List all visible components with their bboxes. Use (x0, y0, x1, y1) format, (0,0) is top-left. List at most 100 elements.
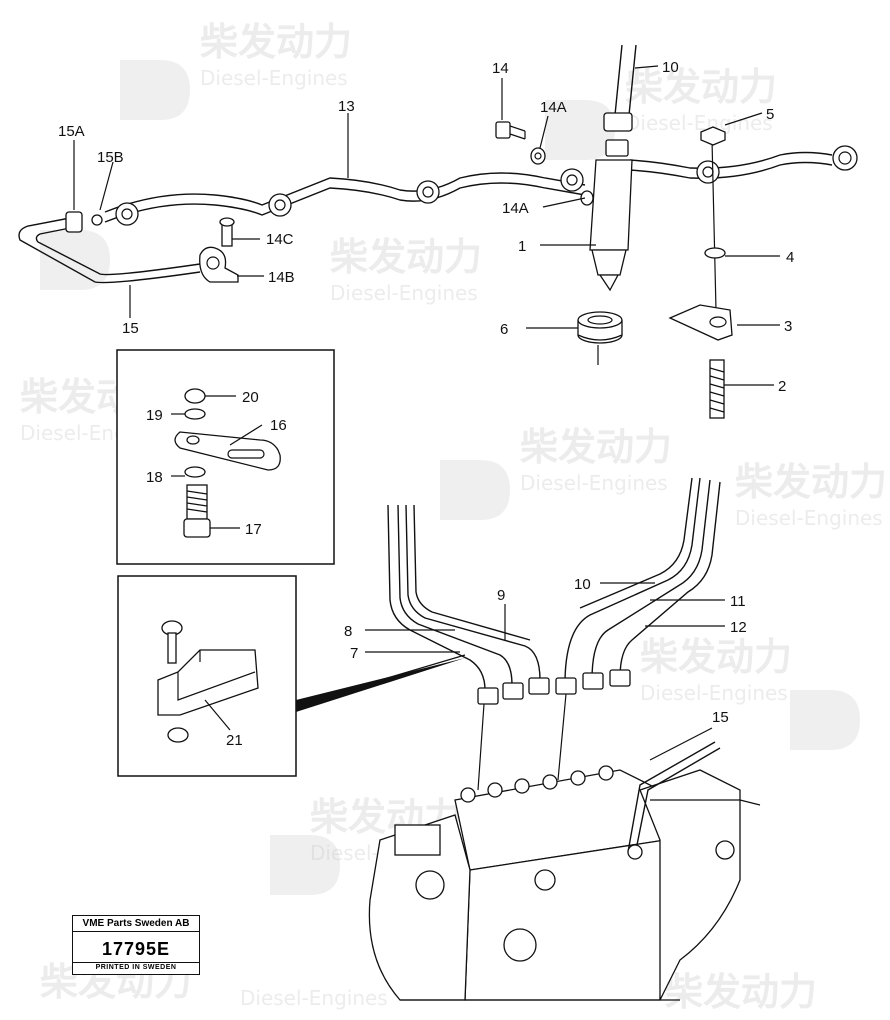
bolt-17-head (183, 518, 211, 538)
banjo-lower (627, 844, 643, 860)
callout-1: 1 (518, 238, 526, 255)
clamp-assembly-14b (199, 217, 239, 283)
watermark-brand: 柴发动力 (665, 970, 817, 1014)
pipe-nut-9 (528, 677, 550, 695)
callout-4: 4 (786, 249, 794, 266)
callout-14a-mid: 14A (502, 200, 529, 217)
banjo-eye (268, 193, 292, 217)
watermark-2: 柴发动力 Diesel-Engines (545, 65, 777, 160)
watermark-sub: Diesel-Engines (240, 986, 388, 1010)
callout-7: 7 (350, 645, 358, 662)
watermark-brand: 柴发动力 (735, 460, 887, 504)
bracket-16 (174, 431, 281, 471)
inset-box-bracket-21 (117, 575, 466, 777)
callout-3: 3 (784, 318, 792, 335)
pipe-nut-10 (555, 677, 577, 695)
washer-15b (91, 214, 103, 226)
watermark-brand: 柴发动力 (520, 425, 672, 469)
banjo-eye (416, 180, 440, 204)
pump-fitting (415, 870, 445, 900)
watermark-logo-icon (790, 690, 860, 750)
injector-nozzle-holder (591, 249, 627, 276)
pump-cover-plate (394, 824, 441, 856)
callout-15b: 15B (97, 149, 124, 166)
injector-1 (589, 44, 637, 292)
banjo-eye-hole (274, 199, 286, 211)
banjo-eye (560, 168, 584, 192)
watermark-sub: Diesel-Engines (625, 111, 773, 135)
nut-5 (700, 126, 726, 146)
watermark-brand: 柴发动力 (625, 65, 777, 109)
clamp-hardware (668, 126, 733, 419)
banjo-eye-end (832, 145, 858, 171)
injector-body (589, 159, 633, 251)
nut-20 (184, 388, 206, 404)
watermark-logo-icon (270, 835, 340, 895)
clamp-3 (668, 304, 733, 341)
callout-19: 19 (146, 407, 163, 424)
watermark-4: 柴发动力 Diesel-Engines (440, 425, 672, 520)
pointer-wedge (296, 658, 465, 712)
pump-drive-right (639, 769, 741, 1001)
watermark-sub: Diesel-Engines (330, 281, 478, 305)
injector-tip (598, 274, 620, 292)
watermark-logo-icon (440, 460, 510, 520)
seal-6 (577, 311, 623, 365)
banjo-eye-hole (566, 174, 578, 186)
pump-fitting (503, 928, 537, 962)
callout-14c: 14C (266, 231, 294, 248)
return-pipe-15-lower (634, 747, 721, 856)
watermark-6: 柴发动力 Diesel-Engines (735, 460, 887, 530)
injector-top-nut (605, 139, 629, 157)
watermark-10: 柴发动力 (665, 970, 817, 1014)
washer-18 (184, 466, 206, 478)
washer-4 (704, 247, 726, 259)
pump-outlet (460, 787, 476, 803)
banjo-eye-hole (422, 186, 434, 198)
pump-lever (715, 840, 735, 860)
watermark-brand: 柴发动力 (200, 20, 352, 64)
callout-15-left: 15 (122, 320, 139, 337)
callout-2: 2 (778, 378, 786, 395)
callout-15a: 15A (58, 123, 85, 140)
watermark-brand: 柴发动力 (330, 235, 482, 279)
screw-head-14c (219, 217, 235, 227)
drawing-label-box: VME Parts Sweden AB 17795E PRINTED IN SW… (72, 915, 200, 975)
nut-bottom (167, 727, 189, 743)
watermark-sub: Diesel-Engines (640, 681, 788, 705)
watermark-sub: Diesel-Engines (735, 506, 883, 530)
callout-17: 17 (245, 521, 262, 538)
pipe-nut-12 (609, 669, 631, 687)
callout-21: 21 (226, 732, 243, 749)
callout-labels: 15A 15B 13 14 14A 14A 14C 14B 15 10 5 4 … (58, 59, 794, 749)
injection-pipes-bundle (387, 477, 721, 791)
callout-6: 6 (500, 321, 508, 338)
callout-10-bottom: 10 (574, 576, 591, 593)
banjo-bolt-assembly-14 (495, 121, 594, 206)
watermark-brand: 柴发动力 (640, 635, 792, 679)
washer-14a-top (530, 147, 546, 165)
return-pipe-15 (18, 211, 201, 284)
washer-19 (184, 408, 206, 420)
pump-outlet (542, 774, 558, 790)
watermark-9: 柴发动力 Diesel-Engines (40, 690, 860, 1010)
pump-outlet (487, 782, 503, 798)
callout-9: 9 (497, 587, 505, 604)
injection-pump (368, 741, 761, 1001)
callout-15-right: 15 (712, 709, 729, 726)
drawing-number: 17795E (101, 939, 171, 959)
callout-20: 20 (242, 389, 259, 406)
callout-14b: 14B (268, 269, 295, 286)
printed-in: PRINTED IN SWEDEN (73, 962, 199, 972)
pipe-nut-7 (477, 687, 499, 705)
callout-14a-top: 14A (540, 99, 567, 116)
banjo-eye (115, 202, 139, 226)
screw-shank (167, 632, 177, 664)
pump-outlet (598, 765, 614, 781)
banjo-eye-hole (121, 208, 133, 220)
watermark-3: 柴发动力 Diesel-Engines (40, 230, 482, 305)
callout-8: 8 (344, 623, 352, 640)
inset-box-bracket-16 (116, 349, 335, 565)
leader-lines (73, 65, 780, 761)
bolt-head-14 (495, 121, 511, 139)
